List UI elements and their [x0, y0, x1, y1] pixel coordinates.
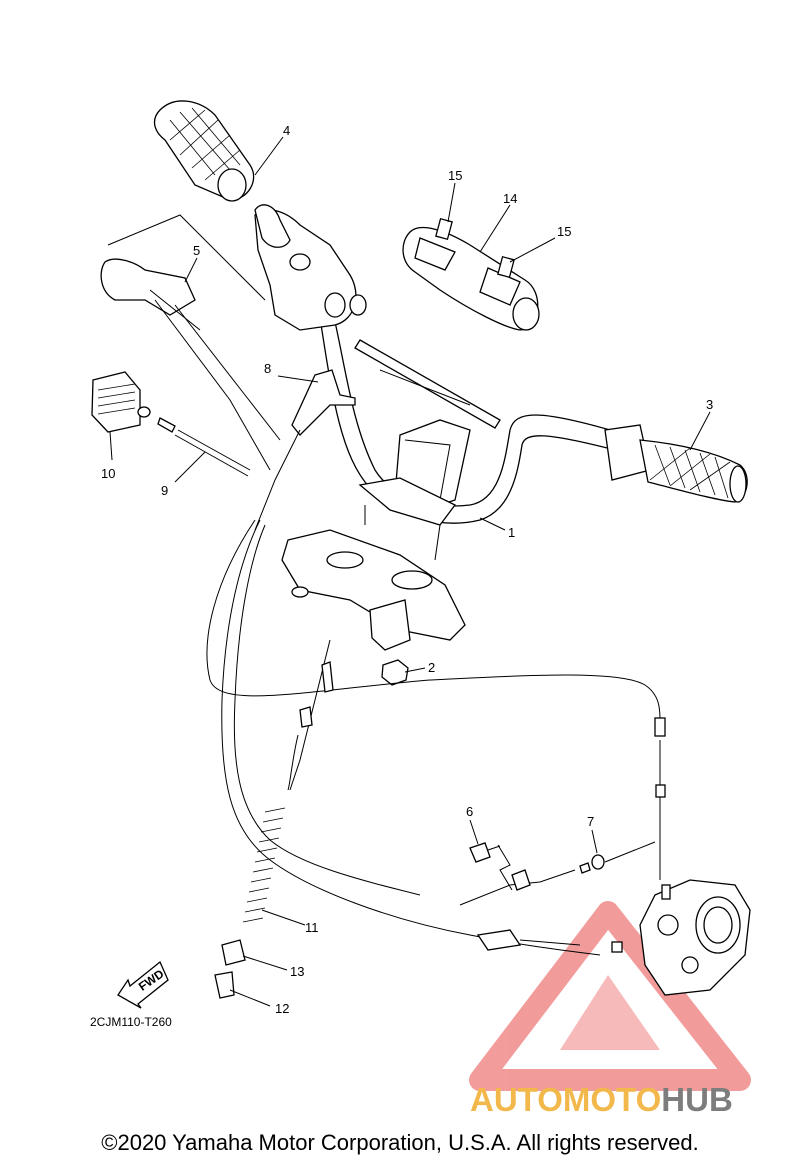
nut: [381, 659, 409, 686]
fwd-arrow-icon: FWD: [117, 960, 169, 1009]
callout-9: 9: [161, 483, 168, 498]
leader-lines: [109, 136, 711, 1007]
callout-labels: 4 5 8 3 15 14 15 1 2 10 9 6 7 11 13 12: [101, 123, 713, 1016]
callout-2: 2: [428, 660, 435, 675]
callout-1: 1: [508, 525, 515, 540]
drawing-code: 2CJM110-T260: [90, 1015, 172, 1029]
callout-4: 4: [283, 123, 290, 138]
watermark-text: AUTOMOTOHUB: [470, 1080, 800, 1120]
left-grip: [153, 100, 255, 202]
throttle-body: [611, 879, 751, 996]
callout-14: 14: [503, 191, 517, 206]
callout-15-b: 15: [557, 224, 571, 239]
callout-3: 3: [706, 397, 713, 412]
handlebar-holder: [358, 419, 471, 561]
callout-10: 10: [101, 466, 115, 481]
watermark-text-secondary: HUB: [661, 1081, 733, 1118]
callout-8: 8: [264, 361, 271, 376]
o-ring: [591, 841, 656, 870]
callout-5: 5: [193, 243, 200, 258]
switch-part: [91, 371, 151, 433]
callout-11: 11: [305, 920, 319, 935]
callout-6: 6: [466, 804, 473, 819]
callout-12: 12: [275, 1001, 289, 1016]
watermark-logo-triangle: [469, 901, 751, 1091]
handlebar-pad: [402, 217, 540, 331]
right-grip: [604, 424, 748, 503]
callout-15-a: 15: [448, 168, 462, 183]
spring-cable: [242, 661, 334, 923]
cable-cap: [221, 939, 246, 966]
lever-assembly: [100, 258, 281, 471]
callout-7: 7: [587, 814, 594, 829]
cable-boot: [214, 971, 235, 999]
cable-guide: [254, 369, 356, 531]
copyright-notice: ©2020 Yamaha Motor Corporation, U.S.A. A…: [101, 1130, 699, 1155]
group-bracket-lines: [107, 214, 266, 301]
bolt: [469, 842, 513, 891]
watermark-text-primary: AUTOMOTO: [470, 1081, 662, 1118]
callout-13: 13: [290, 964, 304, 979]
throttle-housing: [254, 204, 367, 331]
sub-cable: [459, 862, 591, 951]
cable-nine: [157, 417, 251, 477]
handlebar: [317, 299, 616, 524]
upper-bracket: [281, 529, 466, 651]
